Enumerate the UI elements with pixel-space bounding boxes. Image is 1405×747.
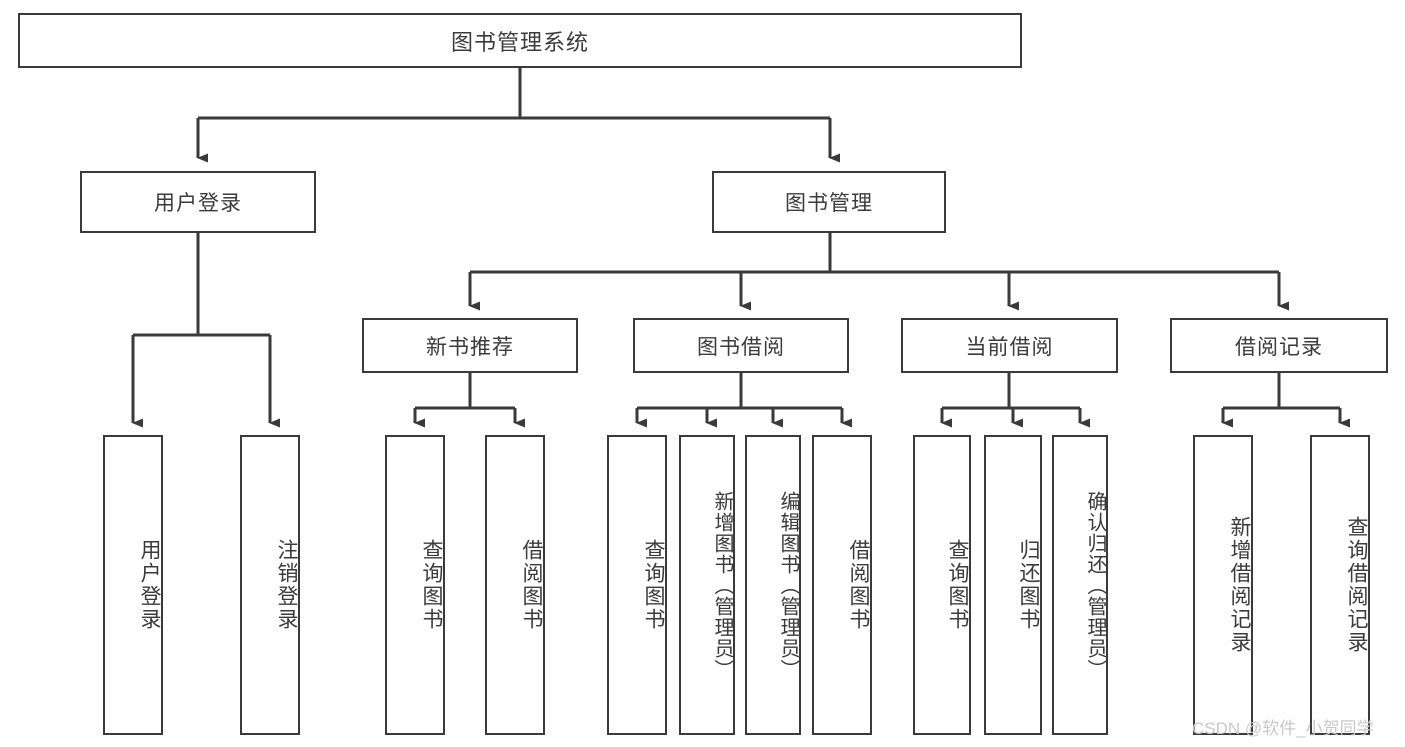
- node-leaf-user-login-label: 用户登录: [138, 539, 161, 631]
- node-leaf-return-book[interactable]: 归还图书: [984, 435, 1042, 735]
- node-borrow-record[interactable]: 借阅记录: [1170, 318, 1388, 373]
- node-leaf-add-record-label: 新增借阅记录: [1228, 516, 1251, 654]
- node-book-management-label: 图书管理: [785, 192, 873, 215]
- node-leaf-query-record-label: 查询借阅记录: [1345, 516, 1368, 654]
- watermark: CSDN @软件_小贺同学: [1192, 719, 1374, 738]
- node-leaf-borrow-book[interactable]: 借阅图书: [812, 435, 872, 735]
- node-leaf-query-book-current-label: 查询图书: [946, 539, 969, 631]
- node-leaf-logout-label: 注销登录: [275, 539, 298, 631]
- node-leaf-edit-book[interactable]: 编辑图书（管理员）: [745, 435, 801, 735]
- node-current-borrow[interactable]: 当前借阅: [901, 318, 1118, 373]
- node-leaf-user-login[interactable]: 用户登录: [103, 435, 163, 735]
- node-leaf-borrow-book-rec-label: 借阅图书: [520, 539, 543, 631]
- node-leaf-query-book-borrow[interactable]: 查询图书: [607, 435, 667, 735]
- node-book-management[interactable]: 图书管理: [712, 171, 946, 233]
- node-leaf-confirm-return-label: 确认归还（管理员）: [1084, 490, 1106, 680]
- node-leaf-borrow-book-label: 借阅图书: [847, 539, 870, 631]
- node-leaf-add-book-label: 新增图书（管理员）: [711, 490, 733, 680]
- node-book-borrow[interactable]: 图书借阅: [633, 318, 849, 373]
- node-leaf-logout[interactable]: 注销登录: [240, 435, 300, 735]
- node-leaf-edit-book-label: 编辑图书（管理员）: [777, 490, 799, 680]
- node-new-book-recommend[interactable]: 新书推荐: [362, 318, 578, 373]
- node-leaf-add-record[interactable]: 新增借阅记录: [1193, 435, 1253, 735]
- node-user-login[interactable]: 用户登录: [80, 171, 316, 233]
- node-root[interactable]: 图书管理系统: [18, 13, 1022, 68]
- node-root-label: 图书管理系统: [450, 29, 589, 55]
- node-leaf-query-book-rec[interactable]: 查询图书: [385, 435, 445, 735]
- node-leaf-query-book-rec-label: 查询图书: [420, 539, 443, 631]
- node-leaf-add-book[interactable]: 新增图书（管理员）: [679, 435, 735, 735]
- node-new-book-recommend-label: 新书推荐: [426, 335, 514, 359]
- node-book-borrow-label: 图书借阅: [697, 335, 785, 359]
- node-current-borrow-label: 当前借阅: [965, 335, 1054, 359]
- node-leaf-borrow-book-rec[interactable]: 借阅图书: [485, 435, 545, 735]
- node-user-login-label: 用户登录: [154, 192, 242, 215]
- node-borrow-record-label: 借阅记录: [1235, 335, 1323, 359]
- node-leaf-query-book-current[interactable]: 查询图书: [913, 435, 971, 735]
- node-leaf-query-book-borrow-label: 查询图书: [642, 539, 665, 631]
- node-leaf-return-book-label: 归还图书: [1017, 539, 1040, 631]
- node-leaf-confirm-return[interactable]: 确认归还（管理员）: [1052, 435, 1108, 735]
- node-leaf-query-record[interactable]: 查询借阅记录: [1310, 435, 1370, 735]
